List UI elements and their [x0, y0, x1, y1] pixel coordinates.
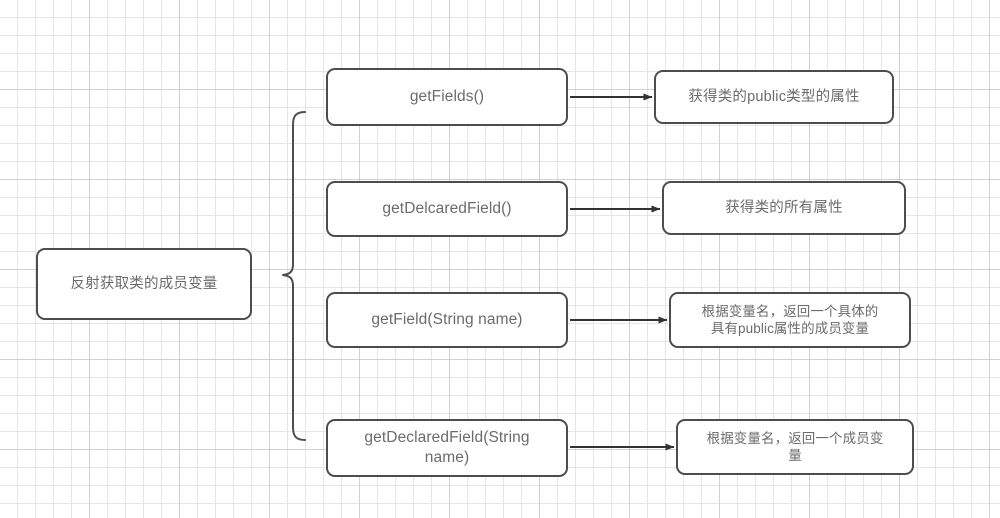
description-node-label: 获得类的所有属性 [725, 199, 843, 216]
description-node-field-by-name[interactable]: 根据变量名，返回一个成员变 量 [676, 419, 914, 475]
description-node-label: 根据变量名，返回一个具体的 具有public属性的成员变量 [701, 303, 879, 336]
method-node-label: getField(String name) [371, 311, 523, 329]
method-node-get-declared-field-string[interactable]: getDeclaredField(String name) [326, 419, 568, 477]
root-node[interactable]: 反射获取类的成员变量 [36, 248, 252, 320]
method-node-get-field-string[interactable]: getField(String name) [326, 292, 568, 348]
description-node-label: 根据变量名，返回一个成员变 量 [706, 430, 884, 463]
root-node-label: 反射获取类的成员变量 [70, 275, 218, 292]
method-node-label: getDeclaredField(String name) [364, 429, 530, 466]
curly-brace-icon [282, 111, 306, 441]
method-node-get-delcared-field[interactable]: getDelcaredField() [326, 181, 568, 237]
method-node-label: getDelcaredField() [382, 200, 512, 218]
description-node-label: 获得类的public类型的属性 [688, 88, 860, 105]
description-node-all-fields[interactable]: 获得类的所有属性 [662, 181, 906, 235]
method-node-label: getFields() [409, 88, 485, 106]
method-node-get-fields[interactable]: getFields() [326, 68, 568, 126]
description-node-public-fields[interactable]: 获得类的public类型的属性 [654, 70, 894, 124]
description-node-public-field-by-name[interactable]: 根据变量名，返回一个具体的 具有public属性的成员变量 [669, 292, 911, 348]
